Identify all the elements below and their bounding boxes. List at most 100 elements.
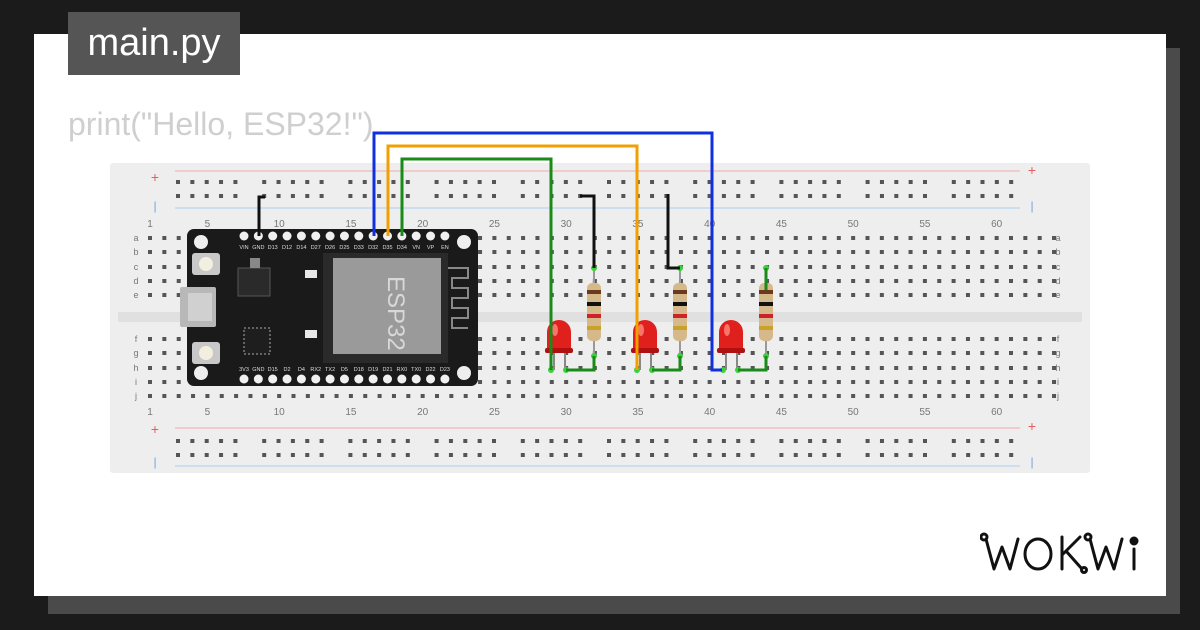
hole: [994, 394, 999, 398]
esp32-pin[interactable]: [268, 231, 278, 241]
esp32-pin[interactable]: [411, 231, 421, 241]
esp32-pin[interactable]: [296, 374, 306, 384]
hole: [808, 293, 813, 297]
hole: [879, 337, 884, 341]
hole: [521, 250, 526, 254]
hole: [162, 394, 167, 398]
filename-tab[interactable]: main.py: [68, 12, 240, 75]
reset-button[interactable]: [199, 346, 213, 360]
esp32-pin[interactable]: [354, 231, 364, 241]
rail-hole: [650, 453, 655, 457]
rail-hole: [721, 194, 726, 198]
hole: [750, 380, 755, 384]
hole: [822, 380, 827, 384]
led[interactable]: [719, 320, 743, 350]
column-number: 40: [704, 407, 716, 418]
hole: [965, 394, 970, 398]
rail-hole: [578, 180, 583, 184]
esp32-pin[interactable]: [253, 374, 263, 384]
esp32-pin[interactable]: [282, 374, 292, 384]
hole: [1009, 351, 1013, 355]
rail-hole: [563, 439, 568, 443]
esp32-pin[interactable]: [282, 231, 292, 241]
rail-hole: [492, 439, 496, 443]
wire-green-led1[interactable]: [566, 356, 596, 372]
hole: [549, 394, 554, 398]
rail-hole: [535, 453, 540, 457]
esp32-pin[interactable]: [411, 374, 421, 384]
wire-black-2[interactable]: [580, 194, 596, 268]
hole: [1052, 236, 1057, 240]
esp32-pin[interactable]: [268, 374, 278, 384]
esp32-pin[interactable]: [440, 374, 450, 384]
hole: [478, 250, 483, 254]
hole: [851, 265, 856, 269]
hole: [722, 250, 726, 254]
wire-black-3[interactable]: [666, 194, 680, 270]
esp32-pin[interactable]: [339, 231, 349, 241]
hole: [980, 265, 985, 269]
rail-hole: [391, 194, 396, 198]
hole: [621, 293, 626, 297]
rail-hole: [276, 194, 281, 198]
esp32-pin[interactable]: [339, 374, 349, 384]
hole: [722, 380, 726, 384]
wire-green-led3[interactable]: [738, 356, 768, 372]
wire-green-d34[interactable]: [400, 157, 553, 370]
rail-hole: [966, 180, 971, 184]
esp32-pin[interactable]: [354, 374, 364, 384]
hole: [621, 236, 626, 240]
hole: [750, 250, 755, 254]
rail-hole: [879, 180, 884, 184]
rail-hole: [477, 453, 482, 457]
esp32-pin[interactable]: [239, 231, 249, 241]
hole: [1009, 366, 1013, 370]
hole: [693, 265, 698, 269]
esp32-pin[interactable]: [311, 374, 321, 384]
hole: [521, 366, 526, 370]
rail-hole: [405, 439, 410, 443]
hole: [779, 293, 784, 297]
rail-hole: [836, 180, 841, 184]
boot-button[interactable]: [199, 257, 213, 271]
hole: [148, 279, 152, 283]
wire-green-led2[interactable]: [652, 356, 682, 372]
rail-hole: [650, 180, 655, 184]
hole: [607, 337, 612, 341]
usb-port-inner: [188, 293, 212, 321]
esp32-pin[interactable]: [426, 374, 436, 384]
hole: [822, 293, 827, 297]
rail-hole: [879, 453, 884, 457]
esp32-pin-label: D21: [382, 367, 392, 373]
esp32-pin-label: TX2: [325, 367, 335, 373]
hole: [205, 394, 210, 398]
esp32-pin[interactable]: [368, 374, 378, 384]
esp32-pin[interactable]: [311, 231, 321, 241]
esp32-pin[interactable]: [239, 374, 249, 384]
hole: [879, 293, 884, 297]
hole: [908, 265, 913, 269]
wire-black-gnd[interactable]: [257, 195, 265, 236]
mount-hole-tr: [457, 235, 471, 249]
hole: [564, 380, 569, 384]
hole: [492, 380, 497, 384]
hole: [922, 293, 927, 297]
rail-minus-bl: |: [153, 455, 156, 469]
wire-orange-d35[interactable]: [386, 144, 639, 370]
esp32-pin[interactable]: [325, 374, 335, 384]
esp32-pin[interactable]: [397, 374, 407, 384]
hole: [865, 337, 870, 341]
esp32-pin[interactable]: [440, 231, 450, 241]
esp32-pin-label: D34: [397, 245, 407, 251]
hole: [678, 394, 683, 398]
esp32-pin[interactable]: [383, 374, 392, 384]
esp32-pin[interactable]: [426, 231, 436, 241]
wire-blue-d32[interactable]: [372, 131, 722, 372]
esp32-pin[interactable]: [296, 231, 306, 241]
esp32-pin-label: GND: [252, 367, 264, 373]
esp32-pin[interactable]: [325, 231, 335, 241]
column-number: 50: [848, 219, 860, 230]
hole: [951, 265, 956, 269]
hole: [492, 394, 497, 398]
